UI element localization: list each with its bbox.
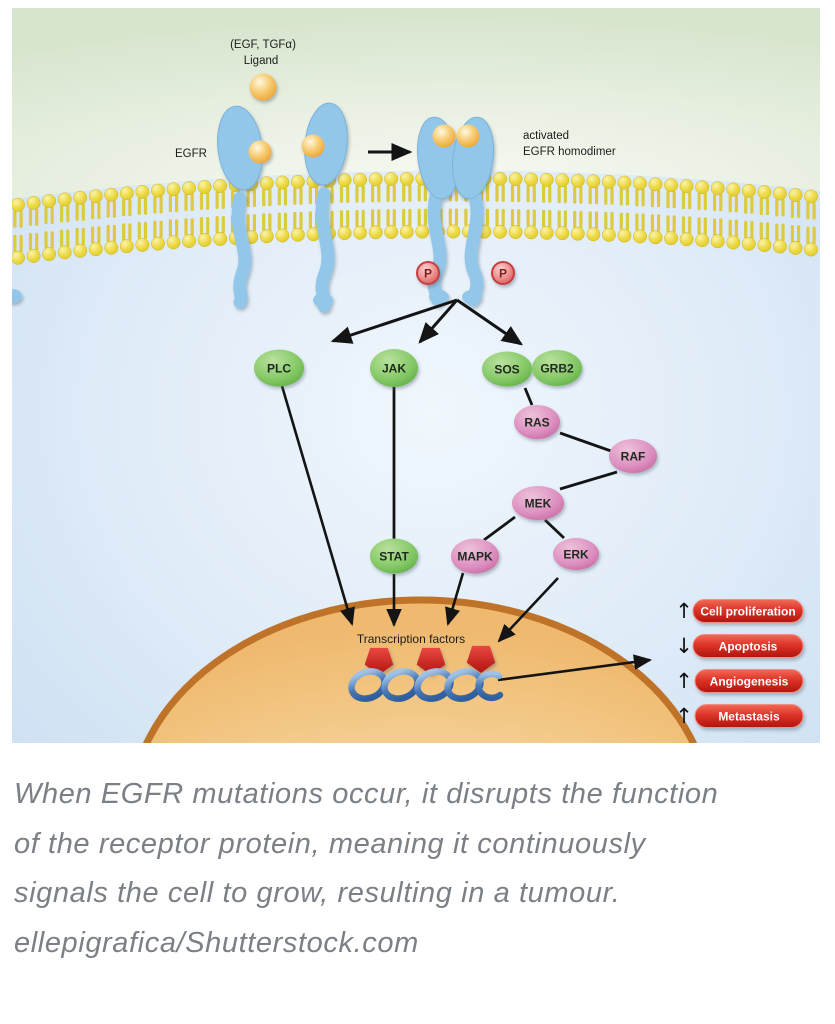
- node-ras-label: RAS: [524, 416, 549, 430]
- node-ras: [514, 405, 560, 439]
- badge-angiogenesis: [694, 669, 804, 693]
- tf-pentagon-3: [466, 645, 496, 673]
- pathway-node-labels: PLC JAK SOS GRB2 RAS RAF MEK STAT MAPK E…: [267, 362, 645, 564]
- pathway-connectors: [392, 387, 618, 542]
- dna-helix: [348, 668, 504, 702]
- caption-line-3: signals the cell to grow, resulting in a…: [14, 877, 621, 909]
- ligand-type-label: (EGF, TGFα): [230, 39, 296, 51]
- phospho-sites: [416, 261, 515, 285]
- node-sos: [482, 351, 532, 387]
- badge-metastasis: [694, 704, 804, 728]
- bound-ligand-ball-2: [301, 134, 325, 158]
- node-mek-label: MEK: [525, 497, 552, 511]
- badge-metastasis-label: Metastasis: [718, 710, 780, 724]
- outcome-badges: ↑ Cell proliferation ↓ Apoptosis ↑ Angio…: [675, 599, 804, 728]
- egfr-monomer-2: [301, 102, 348, 313]
- node-grb2: [532, 350, 582, 386]
- badge-cell-proliferation: [692, 599, 804, 623]
- phospho-p-1: P: [424, 267, 432, 281]
- node-stat: [370, 538, 418, 574]
- up-arrow-icon: ↑: [675, 599, 693, 623]
- dimer-ligand-ball-1: [432, 124, 456, 148]
- node-raf-label: RAF: [621, 450, 646, 464]
- activated-label-line1: activated: [523, 130, 569, 142]
- node-jak-label: JAK: [382, 362, 406, 376]
- node-erk-label: ERK: [563, 548, 589, 562]
- node-plc: [254, 349, 304, 387]
- pathway-diagram: (EGF, TGFα) Ligand EGFR activated EGFR h…: [2, 8, 820, 1024]
- activated-label-line2: EGFR homodimer: [523, 146, 616, 158]
- dimer-ligand-ball-2: [456, 124, 480, 148]
- node-plc-label: PLC: [267, 362, 291, 376]
- pathway-nodes: [254, 349, 657, 574]
- figure-caption: When EGFR mutations occur, it disrupts t…: [14, 770, 822, 968]
- badge-apoptosis: [692, 634, 804, 658]
- caption-line-1: When EGFR mutations occur, it disrupts t…: [14, 778, 719, 810]
- extracellular-background: [12, 8, 820, 199]
- transcription-factors-label: Transcription factors: [357, 632, 465, 646]
- node-stat-label: STAT: [379, 550, 409, 564]
- badge-apoptosis-label: Apoptosis: [719, 640, 778, 654]
- node-grb2-label: GRB2: [540, 362, 574, 376]
- dna-to-outcomes-arrow: [497, 654, 653, 682]
- bound-ligand-ball-1: [248, 140, 272, 164]
- node-sos-label: SOS: [494, 363, 519, 377]
- nucleus-arrows: [280, 385, 653, 682]
- node-mek: [512, 486, 564, 520]
- node-mapk: [451, 538, 499, 574]
- badge-angiogenesis-label: Angiogenesis: [710, 675, 789, 689]
- egfr-monomer-1: [2, 105, 272, 309]
- node-erk: [553, 538, 599, 570]
- up-arrow-icon: ↑: [675, 669, 693, 693]
- phospho-p-2: P: [499, 267, 507, 281]
- node-mapk-label: MAPK: [457, 550, 493, 564]
- free-ligand-ball: [249, 73, 277, 101]
- caption-line-2: of the receptor protein, meaning it cont…: [14, 827, 646, 860]
- pathway-svg: (EGF, TGFα) Ligand EGFR activated EGFR h…: [2, 8, 820, 1024]
- down-arrow-icon: ↓: [675, 634, 693, 658]
- node-raf: [609, 439, 657, 473]
- egfr-label: EGFR: [175, 148, 207, 160]
- caption-credit: ellepigrafica/Shutterstock.com: [14, 926, 419, 959]
- ligand-label: Ligand: [244, 55, 279, 67]
- node-jak: [370, 349, 418, 387]
- receptor-branch-arrows: [330, 298, 523, 346]
- badge-cell-proliferation-label: Cell proliferation: [700, 605, 795, 619]
- up-arrow-icon: ↑: [675, 704, 693, 728]
